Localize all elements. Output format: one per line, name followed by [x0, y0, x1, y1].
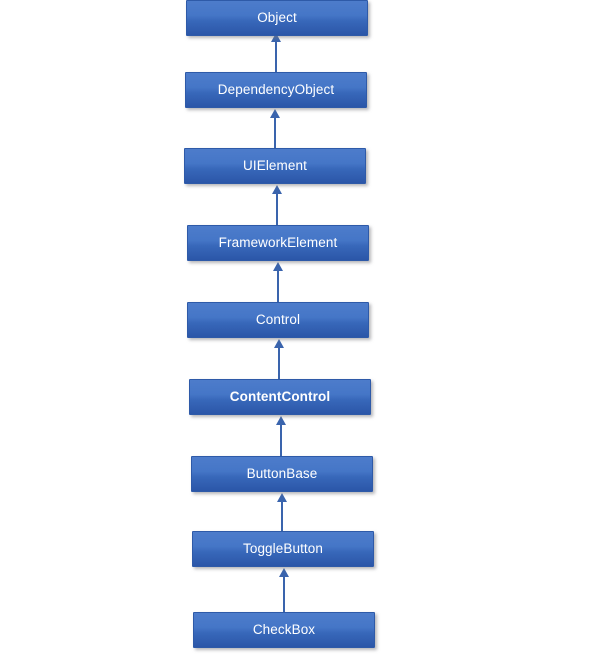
class-node-label: ToggleButton	[242, 541, 323, 557]
inheritance-arrow	[268, 109, 282, 148]
arrow-stem	[274, 116, 276, 148]
class-node[interactable]: DependencyObject	[185, 72, 367, 108]
class-node-label: Control	[255, 312, 301, 328]
inheritance-arrow	[270, 185, 284, 225]
class-node[interactable]: CheckBox	[193, 612, 375, 648]
arrow-stem	[277, 269, 279, 302]
class-node[interactable]: ToggleButton	[192, 531, 374, 567]
inheritance-arrow	[272, 339, 286, 379]
arrow-head-up-icon	[279, 568, 289, 577]
arrow-stem	[278, 346, 280, 379]
inheritance-arrow	[271, 262, 285, 302]
class-node-label: FrameworkElement	[218, 235, 338, 251]
class-node-label: ButtonBase	[246, 466, 318, 482]
arrow-head-up-icon	[270, 109, 280, 118]
class-node[interactable]: Control	[187, 302, 369, 338]
arrow-stem	[276, 192, 278, 225]
class-node-label: Object	[257, 10, 297, 26]
inheritance-arrow	[277, 568, 291, 612]
arrow-stem	[281, 500, 283, 531]
class-node[interactable]: ButtonBase	[191, 456, 373, 492]
arrow-head-up-icon	[277, 493, 287, 502]
inheritance-arrow	[269, 33, 283, 72]
arrow-head-up-icon	[271, 33, 281, 42]
arrow-head-up-icon	[272, 185, 282, 194]
inheritance-arrow	[275, 493, 289, 531]
arrow-head-up-icon	[274, 339, 284, 348]
class-node-label: CheckBox	[252, 622, 316, 638]
class-node[interactable]: Object	[186, 0, 368, 36]
class-node-label: DependencyObject	[217, 82, 335, 98]
arrow-stem	[283, 575, 285, 612]
class-node[interactable]: FrameworkElement	[187, 225, 369, 261]
class-node[interactable]: UIElement	[184, 148, 366, 184]
arrow-stem	[280, 423, 282, 456]
class-node-label: ContentControl	[229, 389, 331, 405]
arrow-head-up-icon	[273, 262, 283, 271]
inheritance-arrow	[274, 416, 288, 456]
class-node[interactable]: ContentControl	[189, 379, 371, 415]
arrow-stem	[275, 40, 277, 72]
class-node-label: UIElement	[243, 158, 307, 174]
arrow-head-up-icon	[276, 416, 286, 425]
